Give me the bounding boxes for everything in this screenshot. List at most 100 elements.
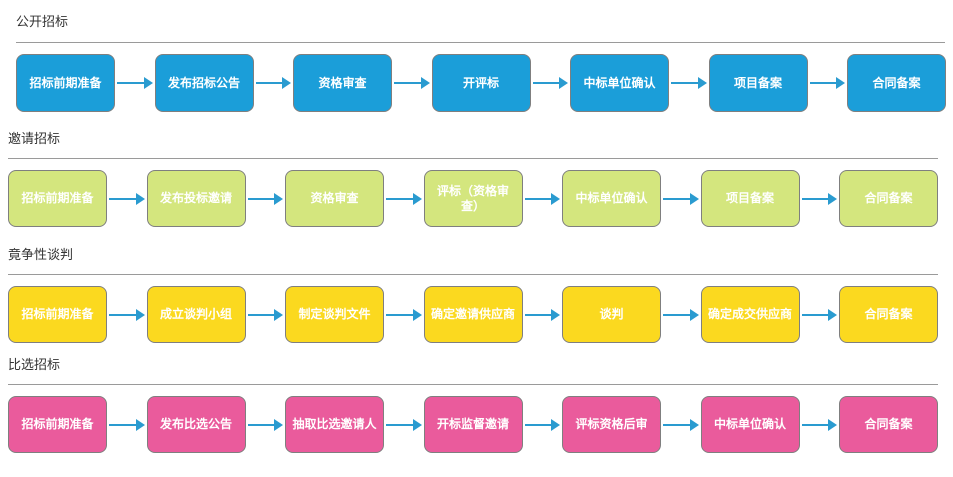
flow-arrow-icon [671, 77, 707, 89]
flow-step: 成立谈判小组 [146, 286, 246, 343]
section-divider [8, 158, 938, 159]
flow-step: 开评标 [431, 54, 531, 112]
flow-step: 项目备案 [700, 170, 800, 227]
flow-step: 合同备案 [847, 54, 946, 112]
flow-step: 项目备案 [708, 54, 808, 112]
arrow-head [551, 418, 560, 431]
arrow-head [828, 418, 837, 431]
arrow-head [689, 192, 699, 205]
flow-step: 谈判 [562, 286, 661, 343]
arrow-shaft [109, 423, 137, 426]
flow-arrow-icon [801, 418, 837, 431]
arrow-shaft [255, 82, 283, 84]
arrow-shaft [809, 82, 837, 84]
flow-arrow-icon [524, 192, 560, 205]
flow-section-invite: 邀请招标 招标前期准备发布投标邀请资格审查评标（资格审查） 中标单位确认项目备案合… [8, 132, 938, 227]
arrow-head [828, 192, 837, 205]
arrow-head [135, 192, 145, 205]
flow-step: 中标单位确认 [570, 54, 669, 112]
arrow-head [551, 192, 560, 205]
flow-arrow-icon [255, 77, 291, 89]
flow-arrow-icon [394, 77, 430, 89]
arrow-shaft [247, 197, 275, 200]
section-title: 比选招标 [8, 358, 61, 373]
flow-step: 制定谈判文件 [285, 286, 384, 343]
arrow-head [282, 77, 291, 89]
flow-arrow-icon [109, 418, 145, 431]
flow-step: 资格审查 [293, 54, 392, 112]
arrow-shaft [801, 197, 829, 200]
arrow-shaft [663, 423, 691, 426]
arrow-head [412, 418, 422, 431]
arrow-shaft [524, 197, 552, 200]
flow-arrow-icon [524, 418, 560, 431]
section-title: 公开招标 [16, 15, 69, 30]
flow-step: 中标单位确认 [700, 396, 800, 453]
flow-arrow-icon [386, 308, 422, 321]
flow-arrow-icon [801, 308, 837, 321]
flow-step: 评标资格后审 [562, 396, 661, 453]
arrow-shaft [524, 313, 552, 316]
arrow-head [420, 77, 430, 89]
arrow-head [689, 418, 699, 431]
arrow-head [412, 192, 422, 205]
flow-step: 招标前期准备 [8, 396, 107, 453]
section-title: 邀请招标 [8, 132, 61, 147]
arrow-shaft [671, 82, 699, 84]
flow-arrow-icon [109, 308, 145, 321]
section-title: 竟争性谈判 [8, 248, 74, 263]
flow-arrow-icon [386, 192, 422, 205]
flow-step: 确定成交供应商 [700, 286, 800, 343]
arrow-shaft [386, 197, 414, 200]
flow-step: 合同备案 [839, 170, 938, 227]
flow-section-negotiation: 竟争性谈判 招标前期准备成立谈判小组制定谈判文件确定邀请供应商谈判确定成交供应商… [8, 248, 938, 343]
arrow-head [135, 308, 145, 321]
arrow-head [143, 77, 153, 89]
flow-arrow-icon [247, 192, 283, 205]
flow-arrow-icon [663, 308, 699, 321]
arrow-shaft [247, 313, 275, 316]
arrow-shaft [247, 423, 275, 426]
flow-step: 发布招标公告 [154, 54, 254, 112]
arrow-shaft [117, 82, 145, 84]
section-divider [8, 274, 938, 275]
flow-step: 中标单位确认 [562, 170, 661, 227]
arrow-head [828, 308, 837, 321]
flow-step: 资格审查 [285, 170, 384, 227]
flow-arrow-icon [386, 418, 422, 431]
flow-step: 确定邀请供应商 [423, 286, 523, 343]
arrow-shaft [386, 423, 414, 426]
flow-arrow-icon [809, 77, 845, 89]
flow-arrow-icon [524, 308, 560, 321]
flow-arrow-icon [247, 418, 283, 431]
arrow-head [412, 308, 422, 321]
flow-arrow-icon [532, 77, 568, 89]
arrow-shaft [109, 313, 137, 316]
flow-step: 合同备案 [839, 396, 938, 453]
arrow-head [559, 77, 568, 89]
arrow-shaft [663, 313, 691, 316]
flow-section-public: 公开招标 招标前期准备发布招标公告资格审查开评标中标单位确认项目备案合同备案 [0, 0, 953, 120]
arrow-head [836, 77, 845, 89]
section-divider [16, 42, 945, 43]
arrow-head [551, 308, 560, 321]
flow-step: 发布投标邀请 [146, 170, 246, 227]
arrow-shaft [524, 423, 552, 426]
flow-arrow-icon [801, 192, 837, 205]
flow-step: 招标前期准备 [8, 170, 107, 227]
flow-step: 开标监督邀请 [423, 396, 523, 453]
section-divider [8, 384, 938, 385]
flow-step: 发布比选公告 [146, 396, 246, 453]
flow-arrow-icon [109, 192, 145, 205]
arrow-shaft [801, 313, 829, 316]
flow-step: 抽取比选邀请人 [285, 396, 384, 453]
flow-step: 评标（资格审查） [423, 170, 523, 227]
flow-step: 招标前期准备 [8, 286, 107, 343]
arrow-shaft [663, 197, 691, 200]
flow-arrow-icon [247, 308, 283, 321]
arrow-head [274, 418, 283, 431]
arrow-shaft [394, 82, 422, 84]
arrow-head [135, 418, 145, 431]
arrow-shaft [801, 423, 829, 426]
